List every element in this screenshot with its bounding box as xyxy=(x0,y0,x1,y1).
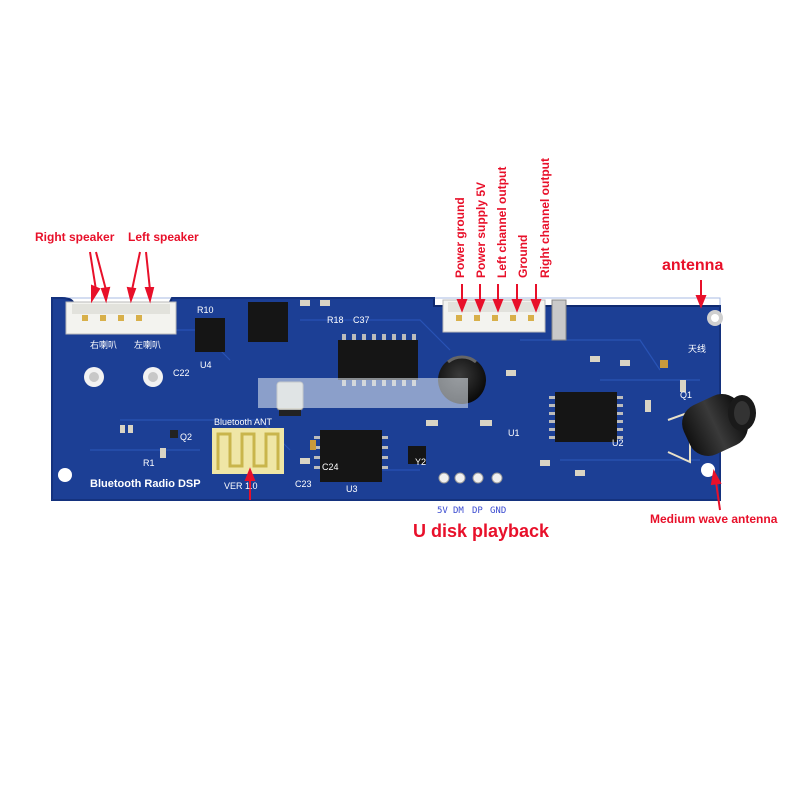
label-antenna: antenna xyxy=(662,257,724,274)
output-connector xyxy=(442,299,546,333)
silk-r18: R18 xyxy=(327,315,344,325)
label-power-supply: Power supply 5V xyxy=(474,181,488,278)
usb-pin-5v: 5V xyxy=(437,506,448,516)
silk-r1: R1 xyxy=(143,458,155,468)
silk-cn-antenna: 天线 xyxy=(688,344,707,354)
silk-cn-right: 右喇叭 xyxy=(90,340,118,350)
crystal xyxy=(551,299,567,341)
board-title: Bluetooth Radio DSP xyxy=(90,478,201,490)
speaker-connector xyxy=(65,301,177,335)
silk-r10: R10 xyxy=(197,305,214,315)
ic-chips xyxy=(195,302,617,482)
mounting-holes xyxy=(58,310,723,482)
medium-wave-coil xyxy=(667,394,756,464)
usb-pin-dp: DP xyxy=(472,506,483,516)
label-left-speaker: Left speaker xyxy=(128,230,199,244)
silk-u4: U4 xyxy=(200,360,212,370)
silk-q2: Q2 xyxy=(180,432,193,442)
usb-pads xyxy=(438,472,503,484)
label-power-ground: Power ground xyxy=(453,197,467,278)
label-medium-wave-antenna: Medium wave antenna xyxy=(650,512,778,526)
label-left-output: Left channel output xyxy=(495,166,509,278)
usb-pin-gnd: GND xyxy=(490,506,507,516)
watermark-bar xyxy=(258,378,468,408)
smd-parts xyxy=(120,300,686,476)
silk-bt-ant: Bluetooth ANT xyxy=(214,417,273,427)
silk-version: VER 1.0 xyxy=(224,481,258,491)
silk-c22: C22 xyxy=(173,368,190,378)
silk-u2: U2 xyxy=(612,438,624,448)
label-usb-playback: U disk playback xyxy=(413,521,550,541)
label-right-speaker: Right speaker xyxy=(35,230,115,244)
silk-c24: C24 xyxy=(322,462,339,472)
bluetooth-antenna xyxy=(212,428,284,474)
silk-cn-left: 左喇叭 xyxy=(134,340,162,350)
label-ground: Ground xyxy=(516,234,530,278)
label-right-output: Right channel output xyxy=(538,158,552,278)
silk-u3: U3 xyxy=(346,484,358,494)
silk-u1: U1 xyxy=(508,428,520,438)
arrows xyxy=(89,251,722,511)
silk-q1: Q1 xyxy=(680,390,693,400)
silk-y2: Y2 xyxy=(415,457,427,467)
silk-c23: C23 xyxy=(295,479,312,489)
silk-c37: C37 xyxy=(353,315,370,325)
usb-pin-dm: DM xyxy=(453,506,464,516)
